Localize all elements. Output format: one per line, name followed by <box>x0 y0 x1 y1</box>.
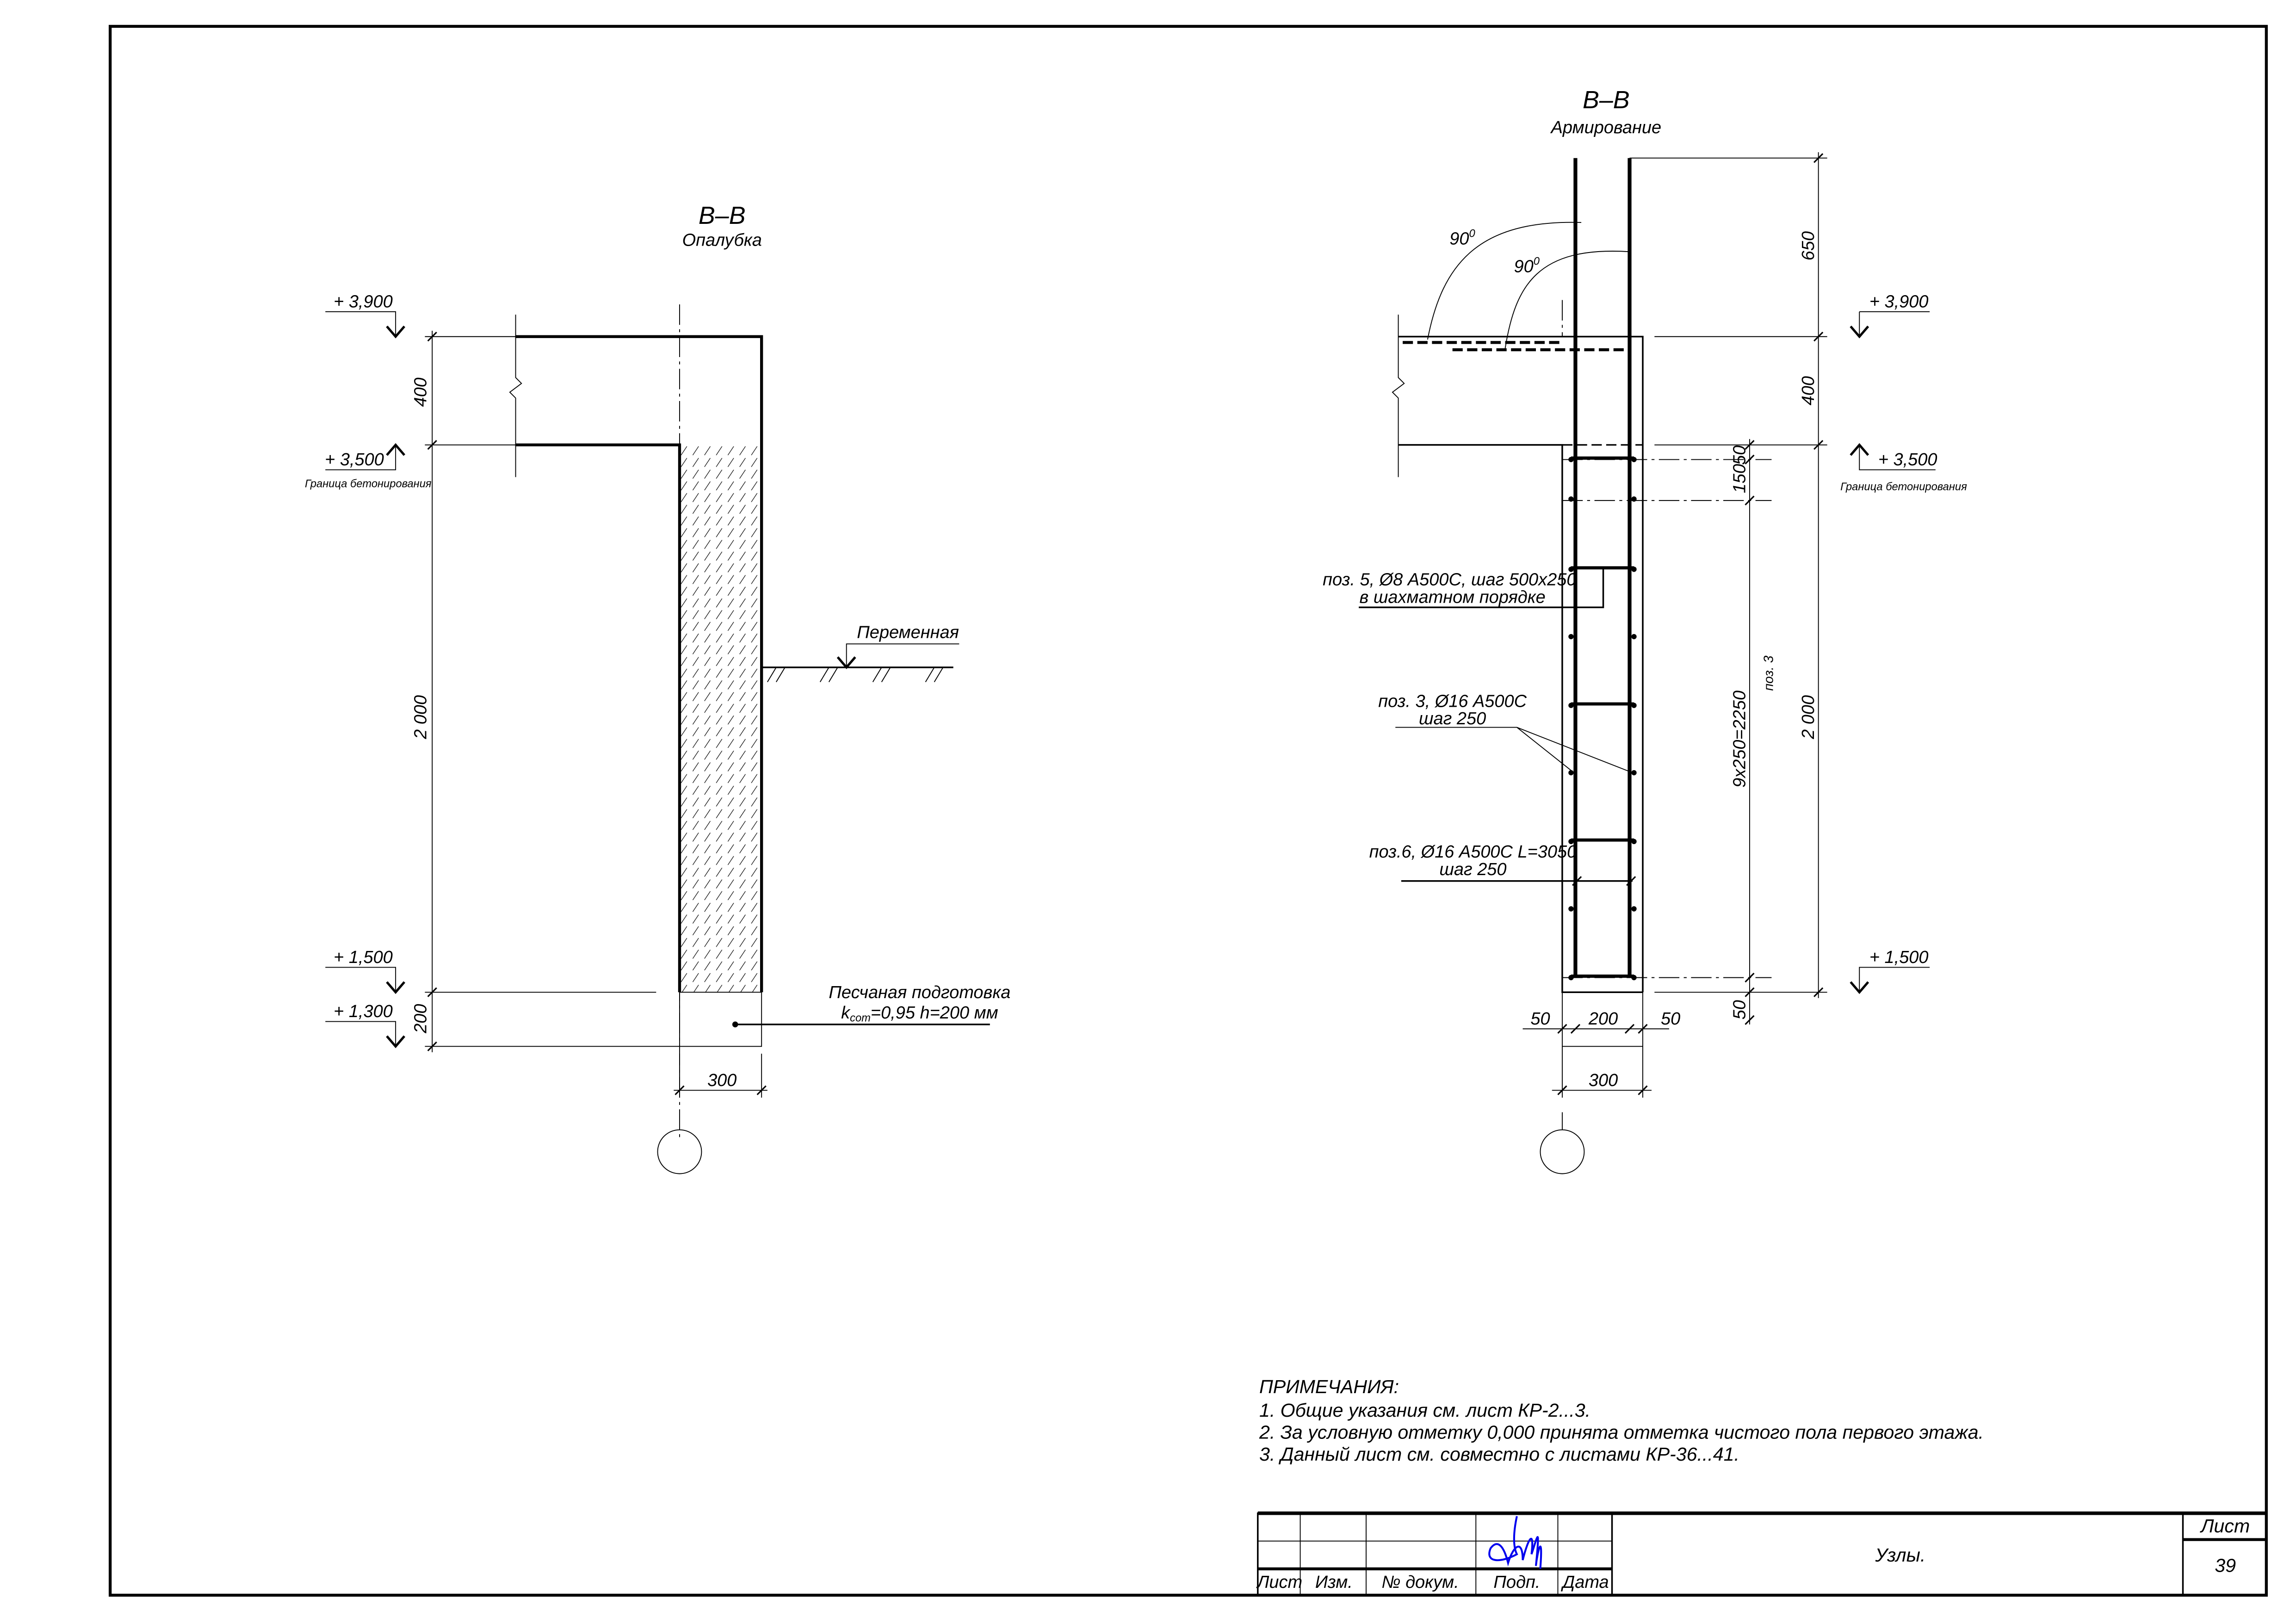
dim-400: 400 <box>411 377 431 407</box>
note-item: 2. За условную отметку 0,000 принята отм… <box>1259 1421 1984 1443</box>
bar-dot <box>1568 703 1574 708</box>
dim-50-right: 50 <box>1661 1009 1680 1029</box>
dim-2000: 2 000 <box>411 695 431 740</box>
break-line <box>509 315 522 477</box>
section-subtitle: Армирование <box>1550 118 1662 137</box>
bar-dot <box>1631 634 1637 640</box>
bar-dot <box>1631 906 1637 912</box>
concrete-outline <box>1398 336 1644 994</box>
bend-arc <box>1504 251 1630 349</box>
dim-50-top: 50 <box>1730 445 1749 465</box>
concreting-boundary-label: Граница бетонирования <box>1840 481 1967 493</box>
bend-arc <box>1427 222 1582 340</box>
elevation-3500: + 3,500 <box>1878 450 1937 469</box>
sheet-label: Лист <box>2199 1515 2250 1537</box>
notes-heading: ПРИМЕЧАНИЯ: <box>1259 1376 1399 1397</box>
dim-650: 650 <box>1799 231 1818 260</box>
wall-hatch <box>679 444 762 993</box>
callout-pos3-step: шаг 250 <box>1419 709 1486 728</box>
column-sheet: Лист <box>1256 1573 1302 1592</box>
callout-leader-pos5 <box>1359 566 1604 608</box>
dim-400: 400 <box>1799 376 1818 405</box>
dim-2000: 2 000 <box>1799 695 1818 740</box>
callout-pos5: поз. 5, Ø8 А500С, шаг 500х250 <box>1323 570 1576 590</box>
angle-label: 900 <box>1449 228 1475 249</box>
bar-dot <box>1568 634 1574 640</box>
signature <box>1488 1516 1542 1569</box>
reinforcement-section: В–В Армирование 900 900 650 400 2 000 50… <box>1323 86 1967 1174</box>
title-block: Лист Изм. № докум. Подп. Дата Узлы. Лист… <box>1256 1511 2267 1596</box>
column-doc-number: № докум. <box>1381 1573 1459 1592</box>
drawing-title: Узлы. <box>1875 1544 1925 1566</box>
column-change: Изм. <box>1315 1573 1353 1592</box>
section-title: В–В <box>1583 86 1630 114</box>
break-line <box>1392 315 1405 477</box>
column-signature: Подп. <box>1493 1573 1540 1592</box>
note-item: 1. Общие указания см. лист КР-2...3. <box>1259 1400 1590 1421</box>
bar-dot <box>1568 906 1574 912</box>
dimension-lines <box>425 331 680 1052</box>
elevation-1300: + 1,300 <box>334 1002 393 1021</box>
callout-leader-pos3 <box>1395 727 1633 773</box>
column-date: Дата <box>1560 1573 1609 1592</box>
callout-pos6: поз.6, Ø16 А500С L=3050 <box>1369 842 1577 862</box>
section-title: В–В <box>699 202 746 229</box>
elevation-1500: + 1,500 <box>334 948 393 967</box>
sand-compaction-label: kcom=0,95 h=200 мм <box>841 1003 998 1024</box>
callout-pos6-step: шаг 250 <box>1439 860 1506 879</box>
bar-dot <box>1631 703 1637 708</box>
slab-wall-outline <box>515 335 763 993</box>
dim-150: 150 <box>1730 464 1749 493</box>
notes: ПРИМЕЧАНИЯ: 1. Общие указания см. лист К… <box>1259 1376 1984 1465</box>
axis-bubble <box>1540 1129 1585 1174</box>
bar-dot <box>1631 567 1637 572</box>
sand-bedding <box>679 992 762 1047</box>
concreting-boundary-label: Граница бетонирования <box>305 478 432 490</box>
dim-9x250: 9x250=2250 <box>1730 691 1749 788</box>
sand-label: Песчаная подготовка <box>829 983 1010 1002</box>
ground-variable-label: Переменная <box>857 623 959 642</box>
dim-50-left: 50 <box>1530 1009 1550 1029</box>
note-item: 3. Данный лист см. совместно с листами К… <box>1259 1444 1739 1465</box>
dim-200: 200 <box>1588 1009 1618 1029</box>
dim-200: 200 <box>411 1004 431 1034</box>
dim-300: 300 <box>1589 1071 1618 1090</box>
angle-label: 900 <box>1514 256 1540 277</box>
pos3-label: поз. 3 <box>1762 655 1776 691</box>
axis-bubble <box>657 1129 702 1174</box>
bar-dot <box>1631 770 1637 776</box>
sheet-frame <box>108 25 2268 1597</box>
elevation-3900: + 3,900 <box>334 292 393 311</box>
callout-pos5-note: в шахматном порядке <box>1360 588 1546 607</box>
bar-dot <box>1631 839 1637 845</box>
dim-50-bottom: 50 <box>1730 1000 1749 1019</box>
elevation-3900: + 3,900 <box>1869 292 1929 311</box>
callout-pos3: поз. 3, Ø16 А500С <box>1378 691 1527 711</box>
dim-300: 300 <box>707 1071 736 1090</box>
section-subtitle: Опалубка <box>682 231 762 250</box>
elevation-1500: + 1,500 <box>1869 948 1929 967</box>
stirrups <box>1568 456 1637 981</box>
bar-dot <box>1568 839 1574 845</box>
bar-dot <box>1568 567 1574 572</box>
elevation-3500: + 3,500 <box>325 450 384 469</box>
sheet-number: 39 <box>2215 1555 2236 1576</box>
formwork-section: В–В Опалубка 400 2 000 200 + 3,900 + 3,5… <box>305 202 1010 1174</box>
